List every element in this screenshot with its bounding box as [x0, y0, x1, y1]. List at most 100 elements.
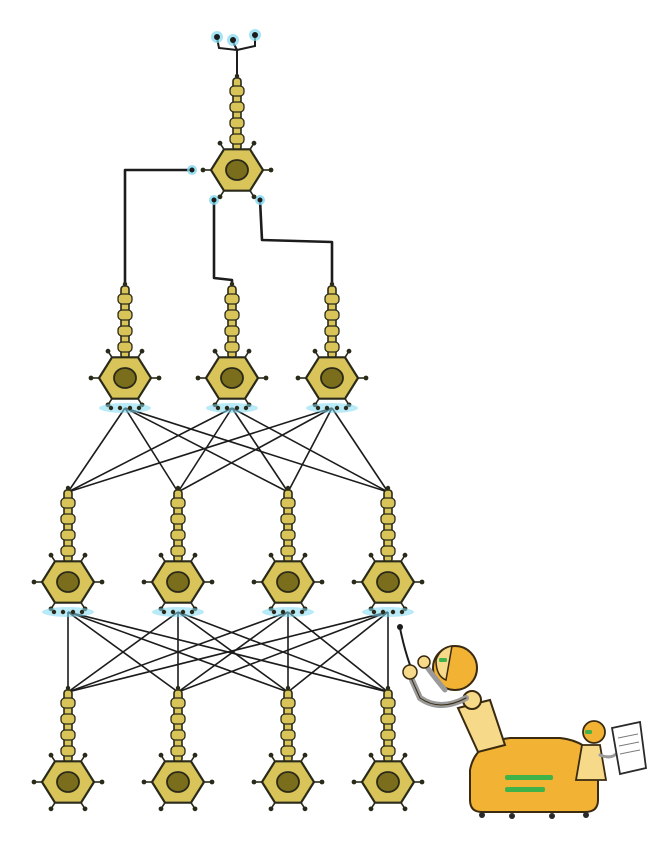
axon-terminal	[234, 405, 240, 411]
neuron	[141, 485, 215, 617]
robot-worker	[397, 624, 599, 819]
nucleus	[320, 367, 344, 389]
axon-terminal	[189, 609, 195, 615]
dendrite-tip	[302, 752, 308, 758]
synapse-wire	[67, 611, 389, 693]
robot-eye	[439, 658, 447, 662]
dendrite-tip	[302, 806, 308, 812]
dendrite-tip	[351, 779, 357, 785]
clipboard-lines	[617, 733, 641, 755]
neuron	[351, 485, 425, 617]
small-robot-head	[582, 720, 606, 744]
dendrite-tip	[192, 752, 198, 758]
myelin-segment	[324, 309, 340, 321]
axon-terminal	[380, 609, 386, 615]
terminal-glow	[262, 607, 314, 617]
myelin-segment	[60, 513, 76, 525]
synapse-wire	[67, 611, 289, 693]
axon-terminal	[399, 609, 405, 615]
nucleus	[166, 571, 190, 593]
nucleus	[166, 771, 190, 793]
dendrite-tip	[209, 779, 215, 785]
synapse-wire	[67, 407, 333, 493]
nucleus	[113, 367, 137, 389]
nucleus	[376, 771, 400, 793]
axon-terminal	[79, 609, 85, 615]
dendrite-tip	[402, 806, 408, 812]
dendrite-tip	[195, 375, 201, 381]
dendrite-tip	[141, 579, 147, 585]
robot-face-plate	[435, 645, 453, 682]
dendrite-tip	[82, 752, 88, 758]
axon-tip	[329, 281, 335, 287]
myelin-segment	[117, 293, 133, 305]
myelin-segment	[60, 713, 76, 725]
dendrite-tip	[105, 348, 111, 354]
myelin-segment	[380, 697, 396, 709]
myelin-segment	[229, 101, 245, 113]
nucleus	[225, 159, 249, 181]
connection-node	[211, 197, 217, 203]
myelin-segment	[324, 325, 340, 337]
small-robot	[574, 720, 647, 781]
dendrite-tip	[158, 806, 164, 812]
axon-terminal	[224, 405, 230, 411]
myelin-segment	[229, 85, 245, 97]
synapse-wires	[67, 29, 389, 693]
synapse-wire	[123, 168, 192, 290]
robot-torso	[456, 698, 507, 754]
output-terminal	[230, 37, 236, 43]
dendrite-tip	[48, 552, 54, 558]
dendrite-tip	[192, 552, 198, 558]
neuron-layers	[31, 73, 425, 812]
myelin-segment	[380, 529, 396, 541]
myelin-segment	[380, 545, 396, 557]
axon-terminal	[51, 609, 57, 615]
dendrite-tip	[268, 752, 274, 758]
robot-base-stripe	[505, 787, 545, 792]
axon-terminal	[371, 609, 377, 615]
myelin-segment	[170, 497, 186, 509]
dendrite-tip	[158, 552, 164, 558]
myelin-segment	[170, 529, 186, 541]
axon-tip	[175, 485, 181, 491]
terminal-glow	[152, 607, 204, 617]
myelin-segment	[170, 697, 186, 709]
dendrite-tip	[368, 552, 374, 558]
myelin-segment	[280, 745, 296, 757]
terminal-glow	[306, 403, 358, 413]
connection-node	[257, 197, 263, 203]
myelin-segment	[380, 513, 396, 525]
axon-terminal	[324, 405, 330, 411]
dendrite-tip	[48, 806, 54, 812]
myelin-segment	[170, 729, 186, 741]
myelin-segment	[170, 513, 186, 525]
myelin-segment	[229, 117, 245, 129]
myelin-segment	[324, 293, 340, 305]
dendrite-tip	[268, 806, 274, 812]
axon-tip	[385, 485, 391, 491]
dendrite-tip	[99, 579, 105, 585]
dendrite-tip	[31, 579, 37, 585]
small-robot-eye	[585, 730, 592, 734]
dendrite-tip	[351, 579, 357, 585]
axon-tip	[285, 685, 291, 691]
axon-terminal	[299, 609, 305, 615]
nucleus	[276, 771, 300, 793]
neuron	[295, 281, 369, 413]
myelin-segment	[117, 341, 133, 353]
terminal-glow	[99, 403, 151, 413]
axon-tip	[234, 73, 240, 79]
robot-base-stripe	[505, 775, 553, 780]
axon-terminal	[70, 609, 76, 615]
robot-arm-outline	[411, 679, 467, 706]
neuron	[251, 685, 325, 812]
dendrite-tip	[319, 579, 325, 585]
synapse-wire	[177, 611, 389, 693]
dendrite-tip	[139, 348, 145, 354]
small-robot-body	[574, 744, 608, 781]
myelin-segment	[380, 729, 396, 741]
dendrite-tip	[31, 779, 37, 785]
synapse-wire	[177, 611, 289, 693]
myelin-segment	[280, 545, 296, 557]
